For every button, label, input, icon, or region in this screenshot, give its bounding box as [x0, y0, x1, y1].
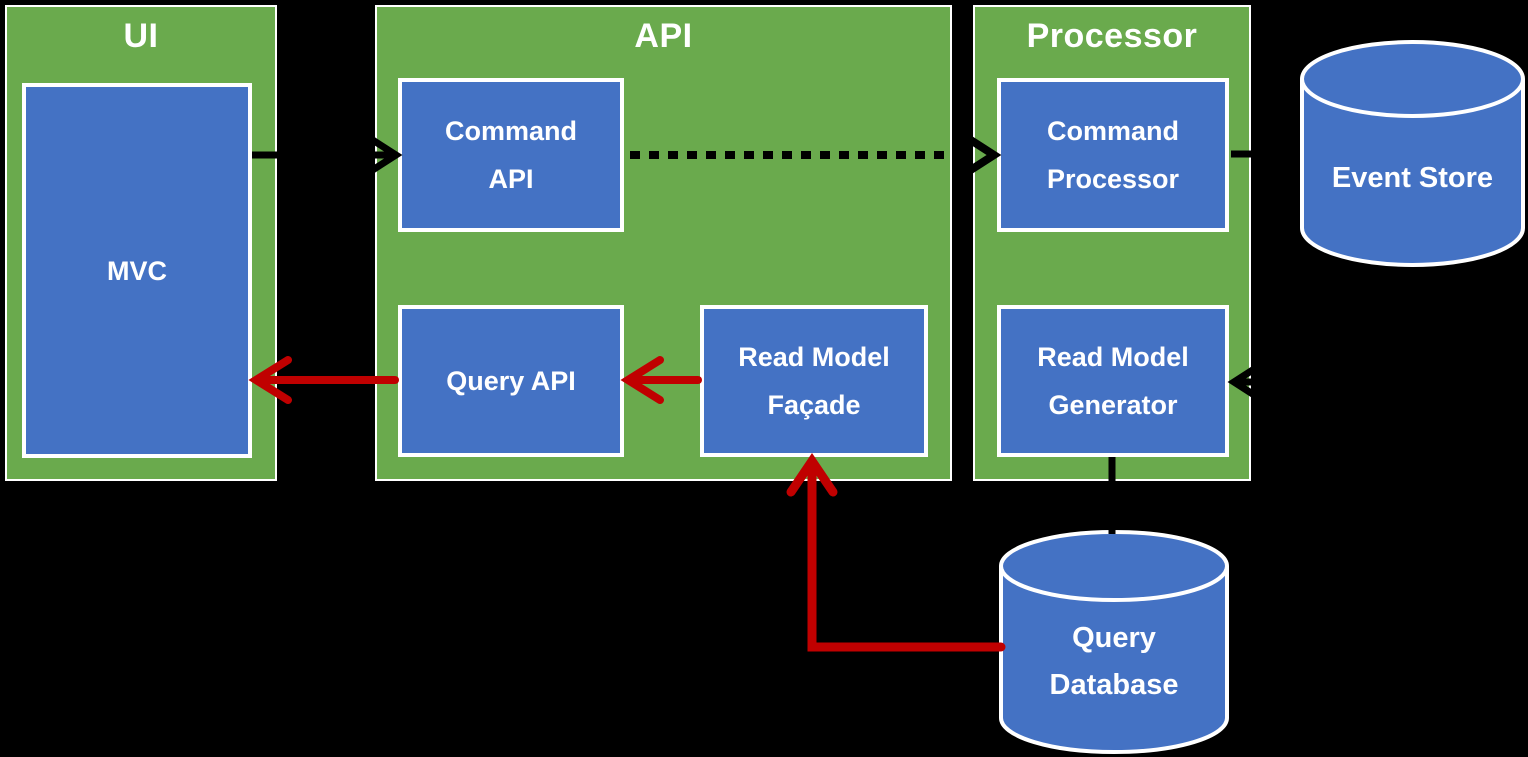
arrow-read-model-facade-to-query-api — [620, 356, 702, 404]
mvc-box: MVC — [22, 83, 252, 458]
processor-container-title: Processor — [1026, 17, 1198, 55]
read-model-facade-box: Read Model Façade — [700, 305, 928, 457]
api-container-title: API — [634, 17, 693, 55]
query-database-label: Query Database — [1049, 622, 1179, 701]
read-model-generator-box: Read Model Generator — [997, 305, 1229, 457]
command-api-box: Command API — [398, 78, 624, 232]
query-api-box: Query API — [398, 305, 624, 457]
arrow-command-api-to-command-processor — [630, 133, 1002, 177]
event-store-label: Event Store — [1331, 161, 1494, 194]
arrow-query-api-to-mvc — [248, 356, 399, 404]
arrow-event-store-to-read-model-generator — [1227, 268, 1416, 403]
query-database-cylinder — [999, 530, 1229, 754]
arrow-mvc-to-command-api — [252, 134, 403, 176]
arrow-query-database-to-read-model-facade — [786, 452, 1006, 652]
command-processor-box: Command Processor — [997, 78, 1229, 232]
ui-container-title: UI — [123, 17, 159, 55]
event-store-cylinder — [1300, 40, 1525, 267]
